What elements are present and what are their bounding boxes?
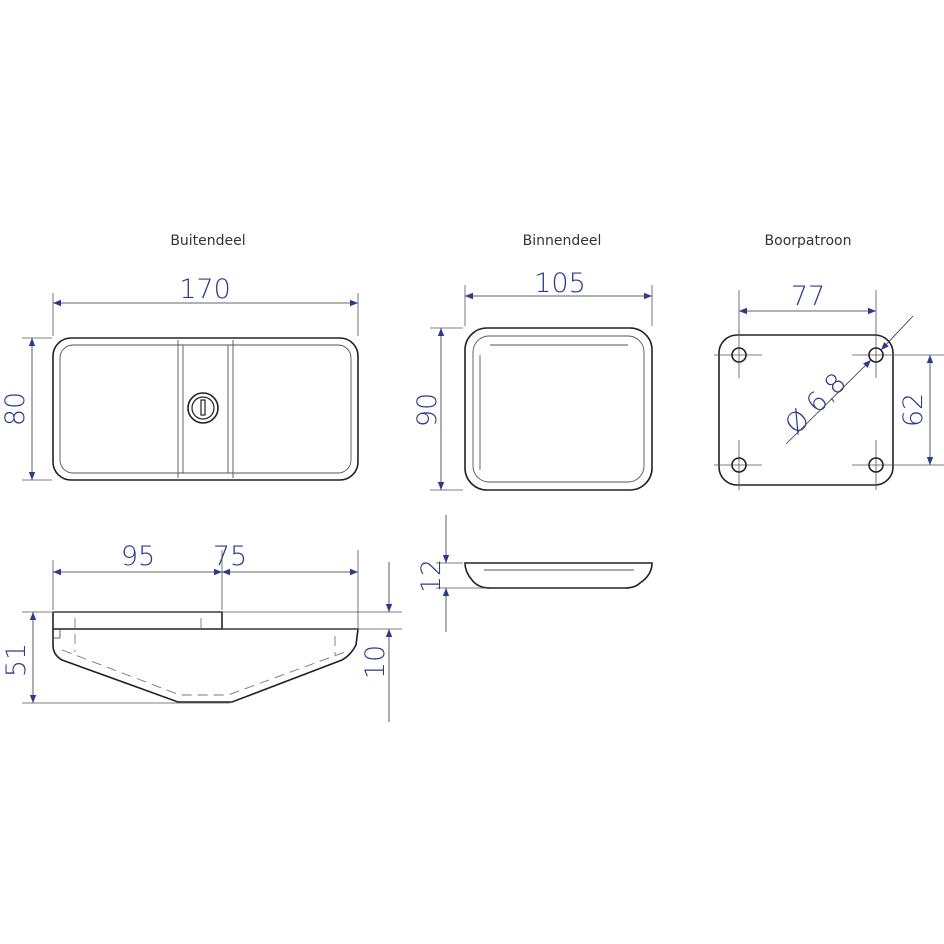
title-boorpatroon: Boorpatroon <box>765 233 852 249</box>
dim-buitendeel-thickness: 10 <box>360 645 391 679</box>
dim-buitendeel-side-left: 95 <box>121 541 155 572</box>
lock-icon <box>187 392 219 424</box>
title-binnendeel: Binnendeel <box>523 233 602 249</box>
buitendeel-side-view: 95 75 51 10 <box>1 541 402 722</box>
hole-icon <box>868 347 884 363</box>
hole-icon <box>731 347 747 363</box>
title-buitendeel: Buitendeel <box>170 233 245 249</box>
boorpatroon-view: 77 62 Ø 6,8 <box>714 281 944 490</box>
dim-boorpatroon-height: 62 <box>898 393 929 427</box>
dim-buitendeel-side-height: 51 <box>1 643 32 677</box>
dim-binnendeel-width: 105 <box>534 268 586 299</box>
binnendeel-side-view: 12 <box>416 515 653 632</box>
binnendeel-top-view: 105 90 <box>412 268 653 491</box>
dim-binnendeel-height: 90 <box>412 393 443 427</box>
buitendeel-top-view: 170 80 <box>0 274 359 481</box>
hole-icon <box>868 457 884 473</box>
dim-hole-diameter: Ø 6,8 <box>779 367 852 440</box>
dim-buitendeel-side-right: 75 <box>213 541 247 572</box>
dim-buitendeel-width: 170 <box>179 274 231 305</box>
hole-icon <box>731 457 747 473</box>
dim-buitendeel-height: 80 <box>0 392 31 426</box>
dim-binnendeel-side-height: 12 <box>416 559 447 593</box>
dim-boorpatroon-width: 77 <box>791 281 825 312</box>
